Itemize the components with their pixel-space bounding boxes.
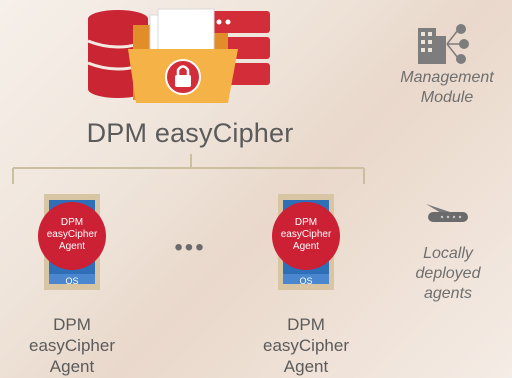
os-label: OS: [299, 276, 313, 286]
agent-badge-text-1: DPM easyCipher Agent: [46, 217, 98, 252]
os-label: OS: [65, 276, 79, 286]
agent-badge-1: [38, 202, 106, 270]
ellipsis: •••: [174, 234, 206, 261]
agent-label-1: DPM easyCipher Agent: [29, 315, 115, 376]
agent-badge-2: [272, 202, 340, 270]
product-title: DPM easyCipher: [86, 118, 294, 148]
building-network-icon: [418, 24, 469, 64]
database-folder-lock-icon: [87, 8, 270, 103]
locally-deployed-label: Locally deployed agents: [415, 245, 481, 302]
agent-badge-text-2: DPM easyCipher Agent: [280, 217, 332, 252]
swiss-knife-icon: [426, 204, 468, 222]
management-module-label: Management Module: [400, 69, 494, 106]
connector-bracket: [12, 154, 365, 184]
agent-label-2: DPM easyCipher Agent: [263, 315, 349, 376]
